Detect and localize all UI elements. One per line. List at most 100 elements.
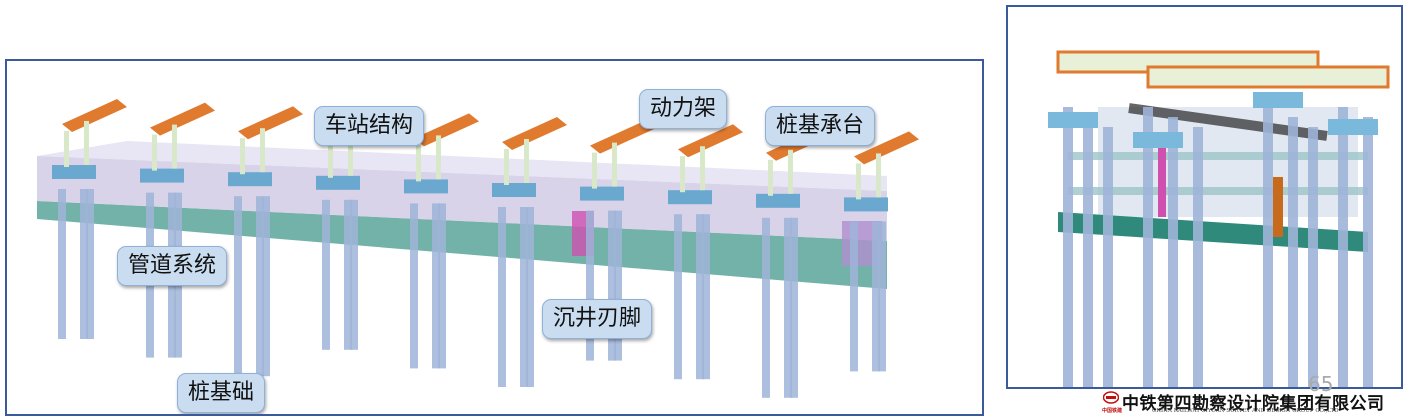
callout-pile-foundation: 桩基础 — [177, 373, 266, 413]
station-model-panel: 车站结构 动力架 桩基承台 管道系统 沉井刃脚 桩基础 — [5, 59, 984, 416]
pile — [586, 210, 594, 361]
truss-post — [172, 124, 177, 169]
pile — [344, 199, 352, 350]
pile-cap — [316, 175, 360, 190]
detail-truss-rear — [1146, 65, 1390, 89]
detail-pile — [1063, 107, 1073, 387]
power-frame-truss — [62, 99, 127, 132]
pile — [438, 203, 446, 369]
truss-post — [768, 159, 773, 196]
pile — [86, 189, 94, 339]
company-footer: 中铁第四勘察设计院集团有限公司 中国铁建 CHINA RAILWAY SIYUA… — [1100, 389, 1428, 416]
pile-cap — [580, 186, 624, 201]
truss-post — [876, 153, 881, 198]
detail-model-illustration — [1048, 50, 1390, 387]
pile — [256, 196, 264, 377]
pile — [784, 217, 792, 398]
truss-post — [788, 149, 793, 194]
pile — [350, 199, 358, 350]
pile — [432, 203, 440, 369]
company-name-cn: 中铁第四勘察设计院集团有限公司 — [1122, 394, 1385, 414]
pile — [262, 196, 270, 377]
pile — [80, 189, 88, 339]
pile-cap — [844, 197, 888, 212]
pile — [790, 217, 798, 398]
callout-station-structure: 车站结构 — [314, 106, 425, 146]
truss-group — [62, 99, 919, 200]
pile — [614, 210, 622, 361]
pile-cap — [228, 172, 272, 187]
pile-cap — [140, 168, 184, 183]
pile-cap — [756, 193, 800, 208]
pile-cap — [52, 165, 96, 179]
truss-post — [680, 156, 685, 193]
truss-post — [84, 121, 89, 165]
pile — [58, 189, 66, 339]
truss-post — [152, 134, 157, 171]
station-roof — [37, 141, 887, 191]
pile — [526, 207, 534, 387]
pile — [850, 221, 858, 372]
detail-pile — [1083, 117, 1093, 387]
detail-pile — [1338, 107, 1348, 387]
truss-post — [240, 138, 245, 175]
truss-post — [612, 142, 617, 187]
detail-pile — [1103, 127, 1113, 387]
truss-post — [504, 149, 509, 185]
pile — [498, 207, 506, 387]
detail-pile-cap — [1328, 119, 1378, 135]
power-frame-truss — [854, 131, 919, 165]
pile — [322, 199, 330, 350]
detail-pile-cap — [1133, 132, 1183, 148]
pile — [234, 196, 242, 377]
truss-post — [700, 146, 705, 191]
callout-pile-cap: 桩基承台 — [765, 106, 876, 146]
pile — [674, 214, 682, 380]
detail-pile — [1193, 127, 1203, 387]
power-frame-truss — [678, 124, 743, 158]
power-frame-truss — [502, 117, 567, 150]
detail-pile — [1308, 127, 1318, 387]
pile — [878, 221, 886, 372]
truss-post — [524, 139, 529, 183]
truss-post — [436, 135, 441, 180]
detail-pile-cap — [1048, 112, 1098, 128]
pile — [520, 207, 528, 387]
detail-pile — [1288, 117, 1298, 387]
detail-pile — [1143, 107, 1153, 387]
company-name-en: CHINA RAILWAY SIYUAN SURVEY AND DESIGN G… — [1152, 408, 1339, 414]
truss-post — [328, 141, 333, 178]
power-frame-truss — [150, 102, 215, 136]
power-frame-truss — [238, 106, 303, 140]
truss-post — [348, 131, 353, 176]
truss-post — [592, 152, 597, 189]
detail-pile — [1263, 107, 1273, 387]
power-frame-truss — [414, 113, 479, 147]
pile-cap — [404, 179, 448, 194]
pile-cap — [492, 183, 536, 197]
company-logo-icon — [1103, 391, 1119, 404]
detail-slab-2 — [1068, 187, 1368, 195]
detail-model-panel — [1006, 5, 1403, 389]
detail-beam — [1128, 103, 1328, 141]
pile — [410, 203, 418, 369]
truss-post — [64, 131, 69, 167]
detail-pile-group — [1048, 92, 1378, 387]
detail-column-pink — [1158, 147, 1166, 217]
detail-pile — [1168, 117, 1178, 387]
power-frame-truss — [590, 120, 655, 154]
detail-column-orange — [1273, 177, 1283, 237]
pile — [872, 221, 880, 372]
callout-caisson-cutting-edge: 沉井刃脚 — [542, 299, 653, 339]
callout-pipeline-system: 管道系统 — [117, 246, 228, 286]
page-number: 65 — [1308, 372, 1334, 396]
detail-slab-1 — [1068, 152, 1368, 160]
pile — [608, 210, 616, 361]
pile — [702, 214, 710, 380]
brand-label: 中国铁建 — [1102, 408, 1123, 414]
detail-truss-group — [1056, 50, 1390, 89]
pile-cap — [668, 190, 712, 205]
detail-pile — [1363, 117, 1373, 387]
pile — [696, 214, 704, 380]
detail-pile-cap — [1253, 92, 1303, 108]
